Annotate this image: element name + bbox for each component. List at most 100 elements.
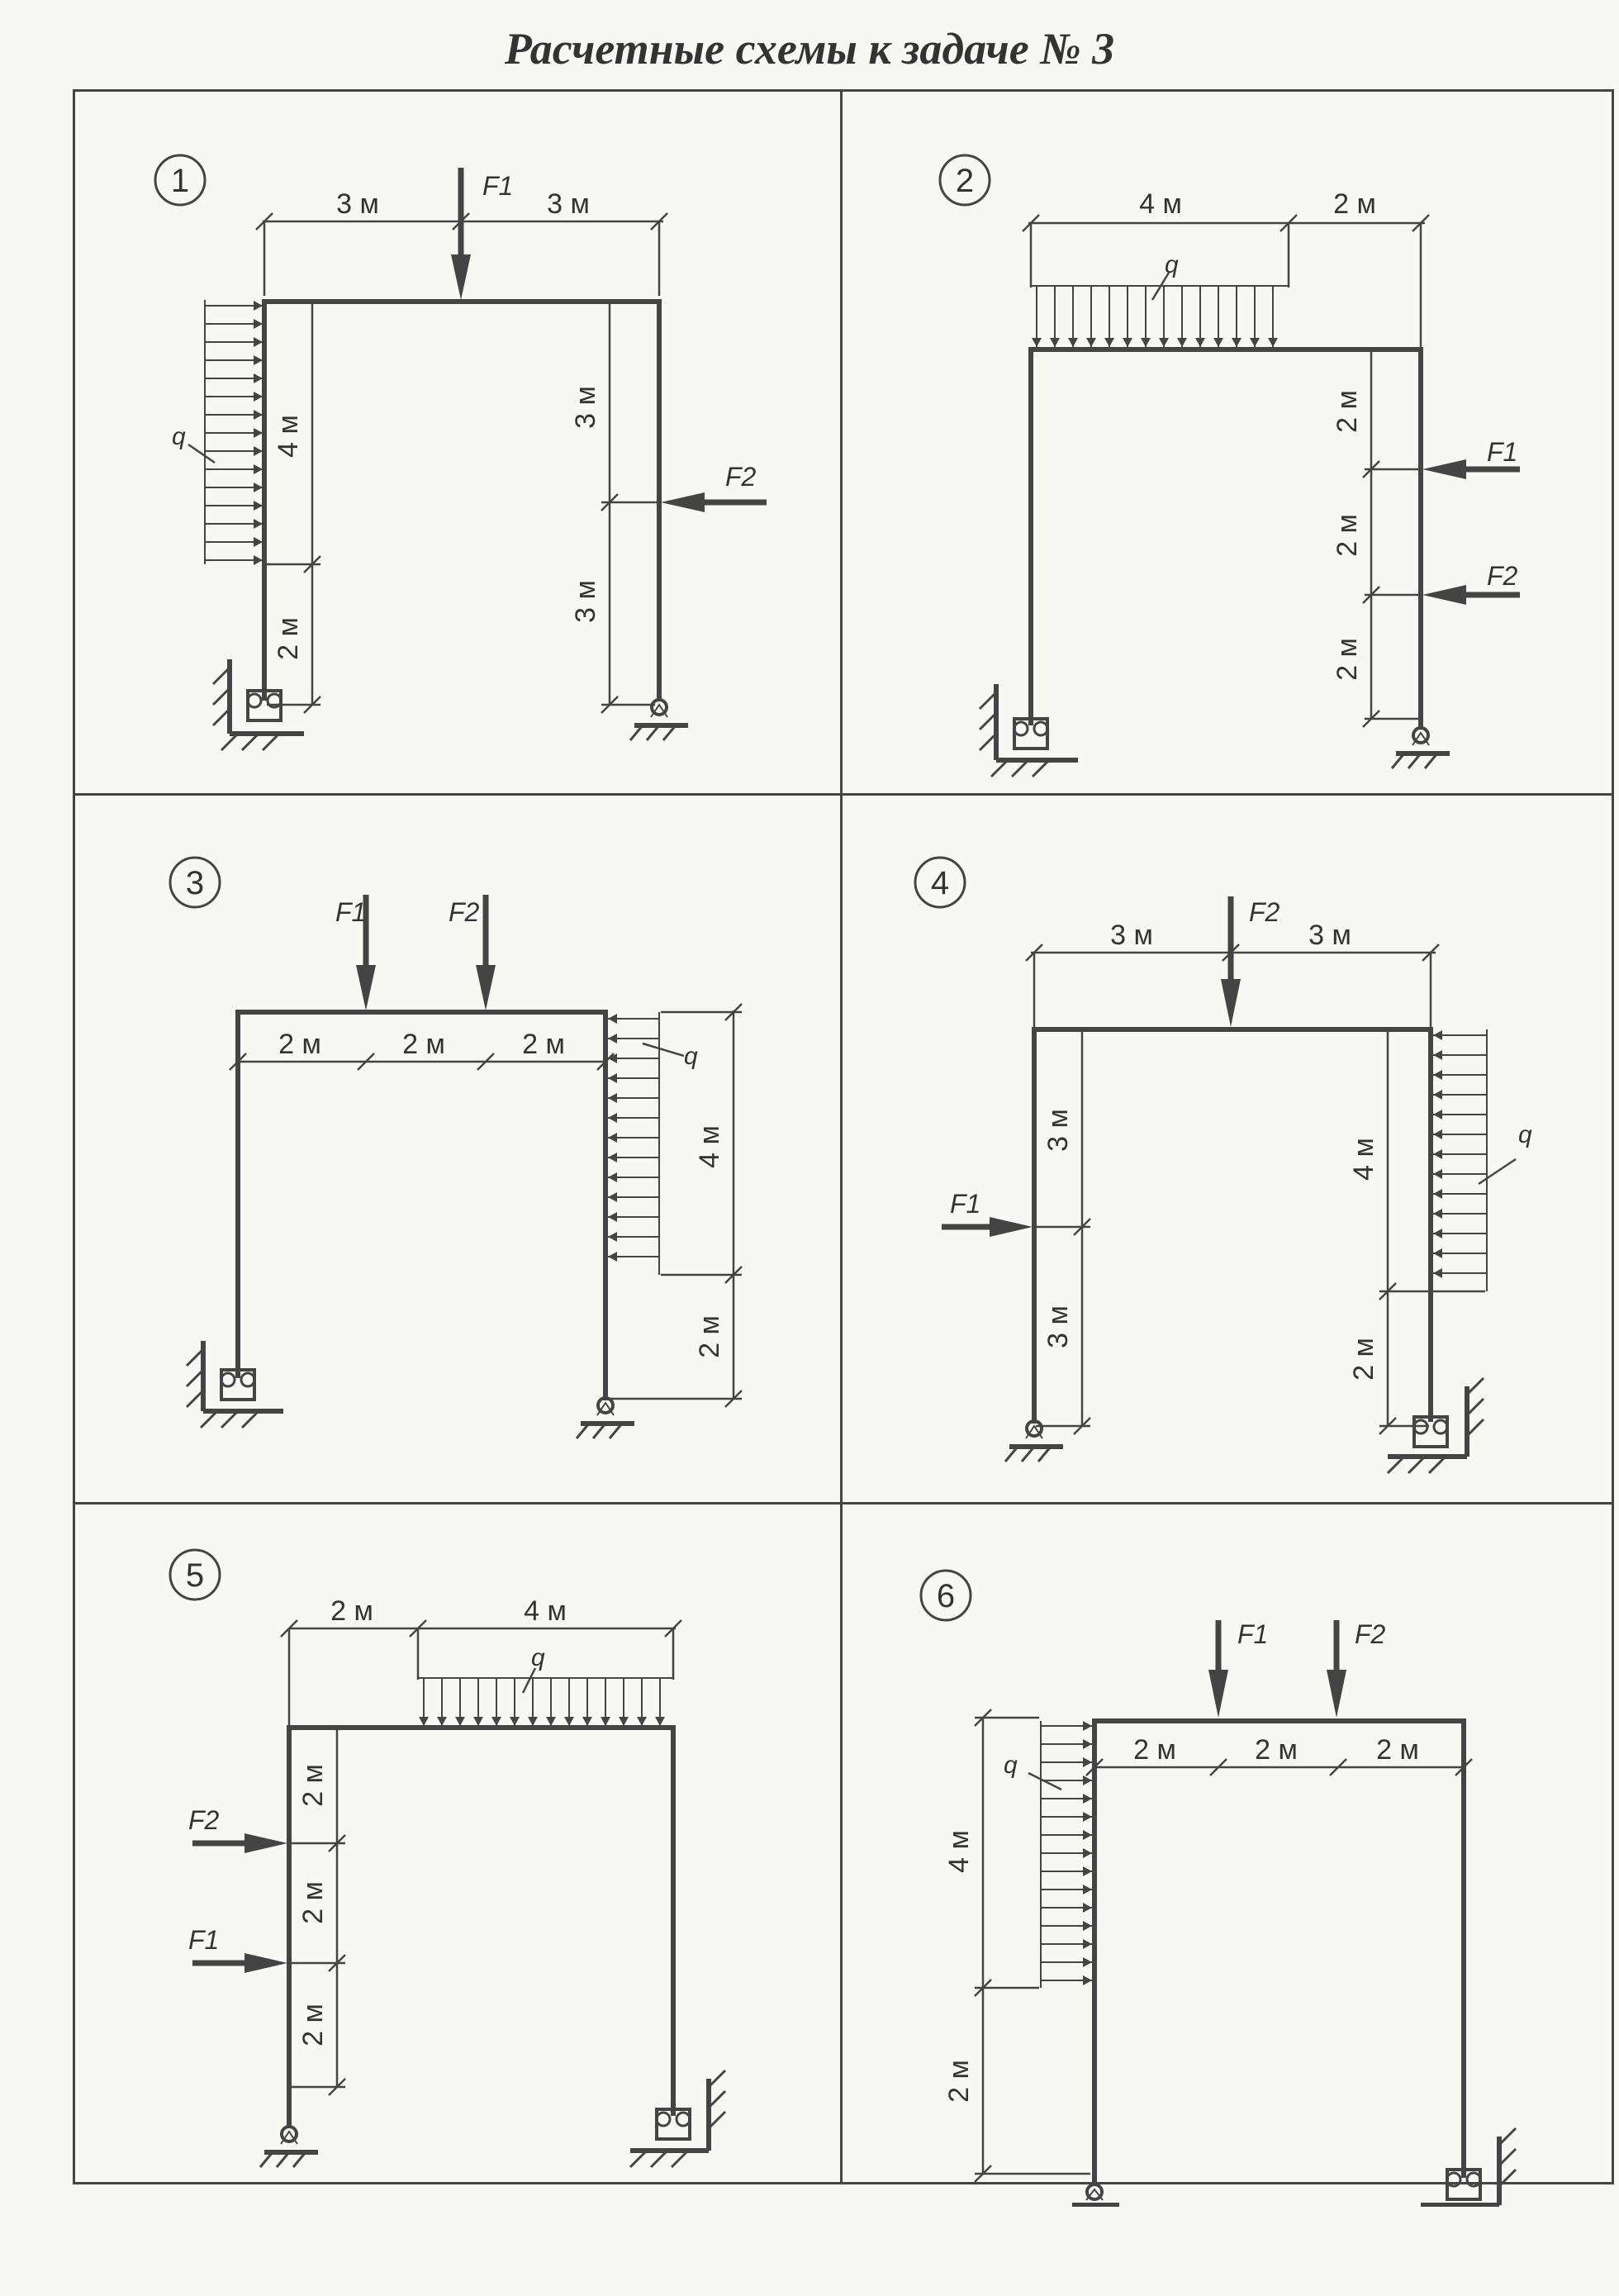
load-arrowhead (254, 301, 263, 311)
dimension-lines (280, 1619, 682, 2096)
load-arrowhead (473, 1717, 483, 1726)
grid-divider-vertical (840, 89, 843, 2184)
pin-support (629, 698, 688, 741)
svg-text:F2: F2 (188, 1805, 220, 1835)
dim-label: 4 м (943, 1830, 975, 1873)
force-f1-arrow: F1 (188, 1925, 287, 1973)
svg-text:6: 6 (937, 1578, 955, 1614)
load-arrowhead (608, 1153, 617, 1162)
dim-label: 2 м (402, 1029, 445, 1060)
fixed-support (1386, 1376, 1485, 1475)
load-arrowhead (510, 1717, 520, 1726)
load-arrowhead (1232, 338, 1242, 347)
grid-divider-row-1 (73, 793, 1614, 796)
load-arrowhead (528, 1717, 538, 1726)
force-f2-arrow: F2 (449, 895, 496, 1010)
load-arrowhead (254, 410, 263, 420)
svg-text:4: 4 (931, 865, 949, 901)
load-arrowhead (1083, 1866, 1092, 1876)
load-arrowhead (1433, 1189, 1442, 1199)
svg-text:F2: F2 (1249, 897, 1280, 927)
dim-label: 2 м (297, 1764, 329, 1807)
dim-label: 4 м (524, 1595, 567, 1627)
load-arrowhead (1177, 338, 1187, 347)
dim-label: 4 м (1348, 1138, 1379, 1181)
load-arrowhead (254, 337, 263, 347)
dim-label: 2 м (330, 1595, 373, 1627)
load-arrowhead (608, 1073, 617, 1083)
load-arrowhead (655, 1717, 665, 1726)
load-arrowhead (1083, 1885, 1092, 1894)
load-arrowhead (1433, 1110, 1442, 1119)
scheme-number-badge: 4 (914, 856, 966, 909)
dim-label: 2 м (1133, 1734, 1176, 1766)
svg-text:q: q (172, 423, 186, 450)
load-arrowhead (1050, 338, 1060, 347)
svg-text:F1: F1 (188, 1925, 219, 1955)
scheme-number-badge: 1 (154, 154, 207, 207)
load-arrowhead (1433, 1090, 1442, 1100)
load-arrowhead (608, 1034, 617, 1043)
dim-label: 2 м (1255, 1734, 1298, 1766)
page-title: Расчетные схемы к задаче № 3 (504, 24, 1115, 74)
load-arrowhead (1159, 338, 1169, 347)
load-arrowhead (1268, 338, 1278, 347)
load-arrowhead (564, 1717, 574, 1726)
frame (235, 1010, 608, 1400)
dim-label: 2 м (522, 1029, 565, 1060)
force-f2-arrow: F2 (1221, 896, 1280, 1027)
svg-text:1: 1 (171, 163, 189, 199)
schemes-grid (73, 89, 1614, 2184)
scheme-number-badge: 2 (938, 154, 991, 207)
svg-text:q: q (1004, 1752, 1018, 1779)
dim-label: 3 м (1042, 1305, 1074, 1348)
svg-text:F2: F2 (725, 462, 757, 492)
dim-label: 3 м (336, 188, 379, 220)
load-arrowhead (608, 1014, 617, 1024)
load-arrowhead (254, 519, 263, 529)
load-arrowhead (582, 1717, 592, 1726)
dim-label: 4 м (1139, 188, 1182, 220)
load-arrowhead (1083, 1903, 1092, 1913)
load-arrowhead (1032, 338, 1042, 347)
load-arrowhead (254, 501, 263, 511)
svg-text:3: 3 (186, 865, 204, 901)
svg-text:F1: F1 (482, 171, 513, 201)
fixed-support (211, 659, 304, 752)
dim-label: 2 м (1348, 1338, 1379, 1381)
fixed-support (185, 1341, 283, 1429)
load-arrowhead (254, 555, 263, 565)
load-arrowhead (601, 1717, 610, 1726)
load-arrowhead (608, 1212, 617, 1222)
load-arrowhead (1433, 1050, 1442, 1060)
frame (287, 1725, 676, 2128)
load-arrowhead (1083, 1812, 1092, 1822)
load-arrowhead (1433, 1070, 1442, 1080)
scheme-panel-6: 6 q F1 F2 2 м 2 м 2 м 4 м 2 м (843, 1505, 1611, 2208)
load-arrowhead (1068, 338, 1078, 347)
dim-label: 2 м (694, 1315, 725, 1358)
load-arrowhead (546, 1717, 556, 1726)
load-arrowhead (1123, 338, 1132, 347)
load-arrowhead (1083, 1757, 1092, 1767)
dim-label: 2 м (1332, 390, 1363, 433)
pin-support (259, 2125, 318, 2168)
frame (1028, 347, 1423, 730)
pin-support (1072, 2183, 1119, 2208)
dim-label: 2 м (943, 2060, 975, 2103)
scheme-panel-3: 3 q F1 F2 2 м 2 м 2 м 4 м 2 м (73, 796, 841, 1498)
svg-text:F1: F1 (335, 897, 366, 927)
scheme-panel-1: 1 q F1 F2 3 (73, 89, 841, 791)
load-arrowhead (608, 1172, 617, 1182)
load-arrowhead (419, 1717, 429, 1726)
dim-label: 3 м (570, 386, 601, 429)
dim-label: 2 м (1332, 638, 1363, 681)
fixed-support (978, 684, 1078, 778)
svg-text:q: q (1518, 1121, 1532, 1148)
svg-text:q: q (684, 1043, 698, 1070)
svg-text:F2: F2 (449, 897, 480, 927)
load-arrowhead (608, 1133, 617, 1143)
scheme-number-badge: 6 (919, 1569, 972, 1622)
dim-label: 2 м (1333, 188, 1376, 220)
load-arrowhead (1433, 1129, 1442, 1139)
